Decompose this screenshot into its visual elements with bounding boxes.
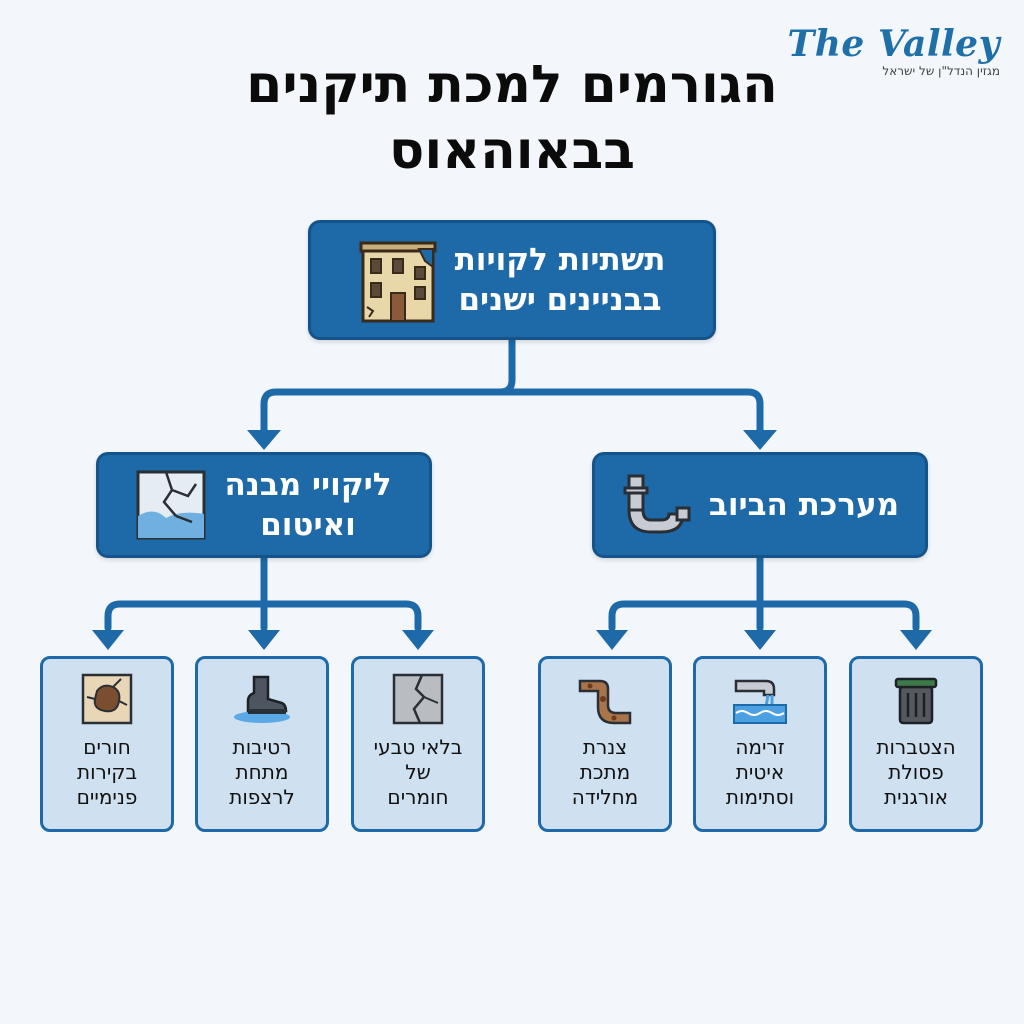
cracked-wall-icon xyxy=(136,470,206,540)
leaf-node-organic-waste: הצטברות פסולת אורגנית xyxy=(849,656,983,832)
connector-root-left xyxy=(260,388,516,436)
cracked-tile-icon xyxy=(392,673,444,725)
title-line-2: בבאוהאוס xyxy=(389,121,635,181)
arrowhead xyxy=(247,430,281,450)
title-line-1: הגורמים למכת תיקנים xyxy=(246,55,778,115)
leaf-label-wall-holes: חורים בקירות פנימיים xyxy=(76,735,138,809)
leaf-label-material-wear: בלאי טבעי של חומרים xyxy=(373,735,463,809)
branch-node-structure: ליקויי מבנה ואיטום xyxy=(96,452,432,558)
branch-label-structure: ליקויי מבנה ואיטום xyxy=(224,467,392,543)
arrowhead xyxy=(743,430,777,450)
connector-right-bar xyxy=(608,600,920,632)
page-title: הגורמים למכת תיקנים בבאוהאוס xyxy=(150,52,874,184)
leaf-label-rusty-pipes: צנרת מתכת מחלידה xyxy=(571,735,639,809)
trash-bin-icon xyxy=(894,677,938,725)
water-flow-icon xyxy=(733,679,787,724)
leaf-label-floor-moisture: רטיבות מתחת לרצפות xyxy=(229,735,295,809)
arrowhead xyxy=(900,630,932,650)
leaf-node-material-wear: בלאי טבעי של חומרים xyxy=(351,656,485,832)
leaf-node-slow-flow: זרימה איטית וסתימות xyxy=(693,656,827,832)
branch-node-sewer: מערכת הביוב xyxy=(592,452,928,558)
rusty-pipe-icon xyxy=(578,679,632,725)
root-label: תשתיות לקויות בבניינים ישנים xyxy=(454,242,666,318)
connector-root-right xyxy=(508,388,764,436)
leaf-node-floor-moisture: רטיבות מתחת לרצפות xyxy=(195,656,329,832)
leaf-node-wall-holes: חורים בקירות פנימיים xyxy=(40,656,174,832)
leaf-node-rusty-pipes: צנרת מתכת מחלידה xyxy=(538,656,672,832)
arrowhead xyxy=(596,630,628,650)
wet-floor-boot-icon xyxy=(234,675,290,723)
branch-label-sewer: מערכת הביוב xyxy=(708,487,900,523)
logo-title: The Valley xyxy=(787,23,1000,65)
arrowhead xyxy=(92,630,124,650)
arrowhead xyxy=(402,630,434,650)
old-building-icon xyxy=(359,241,437,323)
logo: The Valley מגזין הנדל"ן של ישראל xyxy=(787,24,1000,78)
arrowhead xyxy=(744,630,776,650)
leaf-label-organic-waste: הצטברות פסולת אורגנית xyxy=(876,735,956,809)
wall-hole-icon xyxy=(81,673,133,725)
leaf-label-slow-flow: זרימה איטית וסתימות xyxy=(725,735,795,809)
connector-left-bar xyxy=(104,600,422,632)
connector-root-trunk xyxy=(496,336,516,396)
drain-pipe-icon xyxy=(623,474,691,534)
root-node: תשתיות לקויות בבניינים ישנים xyxy=(308,220,716,340)
arrowhead xyxy=(248,630,280,650)
logo-subtitle: מגזין הנדל"ן של ישראל xyxy=(882,64,1000,78)
